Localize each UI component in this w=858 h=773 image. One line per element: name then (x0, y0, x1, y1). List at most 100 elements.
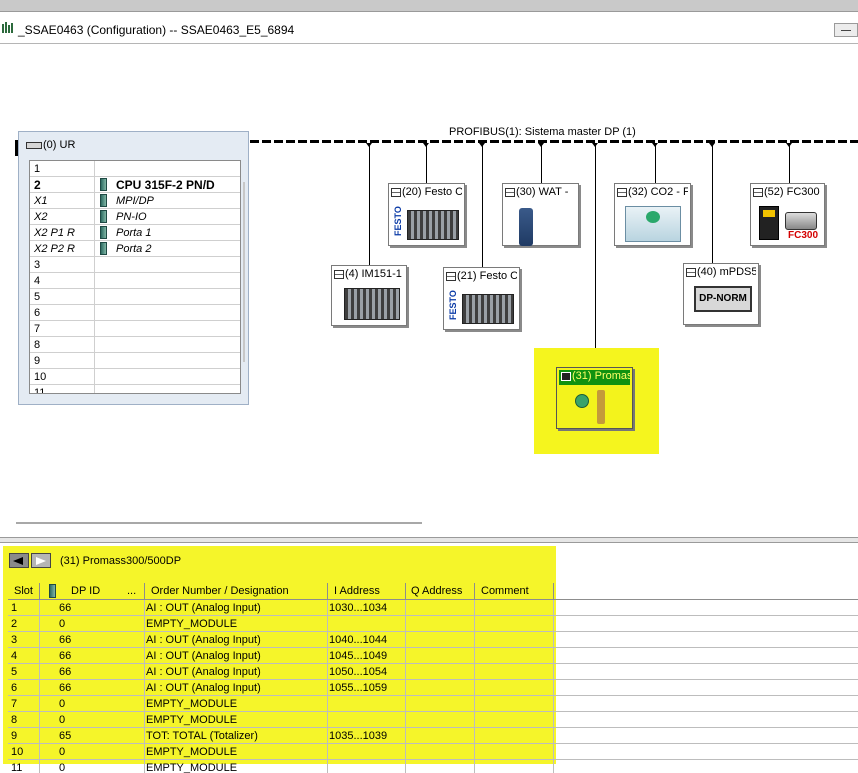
cell-dp-id: 0 (59, 714, 66, 726)
rack-column-divider (94, 209, 95, 225)
cell-dp-id: 66 (59, 650, 72, 662)
col-slot[interactable]: Slot (14, 585, 33, 597)
bus-drop-line (423, 143, 429, 184)
cell-i-address: 1050...1054 (329, 666, 388, 678)
rack-slot-row[interactable]: 8 (30, 337, 240, 353)
rack-slot-row[interactable]: 11 (30, 385, 240, 393)
back-arrow-button[interactable] (9, 553, 29, 568)
cell-slot: 6 (11, 682, 18, 694)
motor-image (785, 212, 817, 230)
col-i-address[interactable]: I Address (334, 585, 380, 597)
slave-image: FESTO (448, 286, 515, 325)
rack-slot-number: 8 (34, 339, 41, 351)
slave-image: FESTO (393, 202, 460, 241)
rack-slot-row[interactable]: 7 (30, 321, 240, 337)
rack-slot-row[interactable]: 6 (30, 305, 240, 321)
col-dp-id[interactable]: DP ID (71, 585, 101, 597)
pane-splitter[interactable] (0, 537, 858, 543)
cell-divider (327, 664, 328, 680)
canvas-horizontal-scrollbar[interactable] (16, 522, 422, 524)
slave-fc300-52[interactable]: (52) FC300 FC300 (750, 183, 825, 246)
column-divider[interactable] (39, 583, 40, 600)
cell-divider (327, 712, 328, 728)
col-q-address[interactable]: Q Address (411, 585, 463, 597)
festo-logo: FESTO (393, 202, 403, 241)
cell-divider (474, 760, 475, 773)
rack-scrollbar[interactable] (243, 182, 245, 362)
valve-terminal-image (407, 210, 459, 240)
rack-slot-number: 5 (34, 291, 41, 303)
cell-divider (144, 680, 145, 696)
slave-header-selected: (31) Promas (559, 370, 630, 385)
forward-arrow-button[interactable] (31, 553, 51, 568)
slave-wat-30[interactable]: (30) WAT - (502, 183, 579, 246)
et200s-image (344, 288, 400, 320)
cell-divider (405, 712, 406, 728)
cell-divider (39, 744, 40, 760)
cell-divider (553, 616, 554, 632)
rack-slot-row[interactable]: 4 (30, 273, 240, 289)
column-divider[interactable] (405, 583, 406, 600)
cell-dp-id: 0 (59, 746, 66, 758)
rack-slot-module: CPU 315F-2 PN/D (116, 178, 215, 192)
cell-divider (144, 616, 145, 632)
column-divider[interactable] (553, 583, 554, 600)
cell-slot: 5 (11, 666, 18, 678)
module-icon (100, 242, 107, 255)
cell-divider (553, 600, 554, 616)
col-ellipsis[interactable]: ... (127, 585, 137, 597)
slave-festo-20[interactable]: (20) Festo C FESTO (388, 183, 465, 246)
column-divider[interactable] (144, 583, 145, 600)
slave-im151-4[interactable]: (4) IM151-1 (331, 265, 407, 326)
slave-image: DP-NORM (688, 282, 754, 320)
rack-column-divider (94, 353, 95, 369)
slave-co2-32[interactable]: (32) CO2 - F (614, 183, 691, 246)
col-comment[interactable]: Comment (481, 585, 529, 597)
profibus-line[interactable] (250, 140, 858, 143)
rack-slot-row[interactable]: 9 (30, 353, 240, 369)
cell-divider (327, 680, 328, 696)
slave-label: (31) Promas (572, 370, 630, 382)
column-divider[interactable] (327, 583, 328, 600)
cell-divider (144, 728, 145, 744)
rack-slot-row[interactable]: 10 (30, 369, 240, 385)
rack-slot-row[interactable]: 3 (30, 257, 240, 273)
rack-slot-row[interactable]: 5 (30, 289, 240, 305)
slave-header: (32) CO2 - F (617, 186, 688, 200)
cell-i-address: 1045...1049 (329, 650, 388, 662)
dp-slave-icon (446, 271, 456, 281)
rack-slot-row[interactable]: 1 (30, 161, 240, 177)
detail-pane: (31) Promass300/500DP Slot DP ID ... Ord… (0, 543, 858, 773)
dp-slave-icon (334, 269, 344, 279)
slave-mpds-40[interactable]: (40) mPDS5 DP-NORM (683, 263, 759, 325)
col-order[interactable]: Order Number / Designation (151, 585, 289, 597)
column-divider[interactable] (474, 583, 475, 600)
window-titlebar: _SSAE0463 (Configuration) -- SSAE0463_E5… (0, 12, 858, 44)
cell-divider (39, 680, 40, 696)
dp-norm-image: DP-NORM (694, 286, 752, 312)
minimize-button[interactable] (834, 23, 858, 37)
cell-divider (405, 680, 406, 696)
slave-festo-21[interactable]: (21) Festo C FESTO (443, 267, 520, 330)
slave-promass-31[interactable]: (31) Promas (556, 367, 633, 429)
